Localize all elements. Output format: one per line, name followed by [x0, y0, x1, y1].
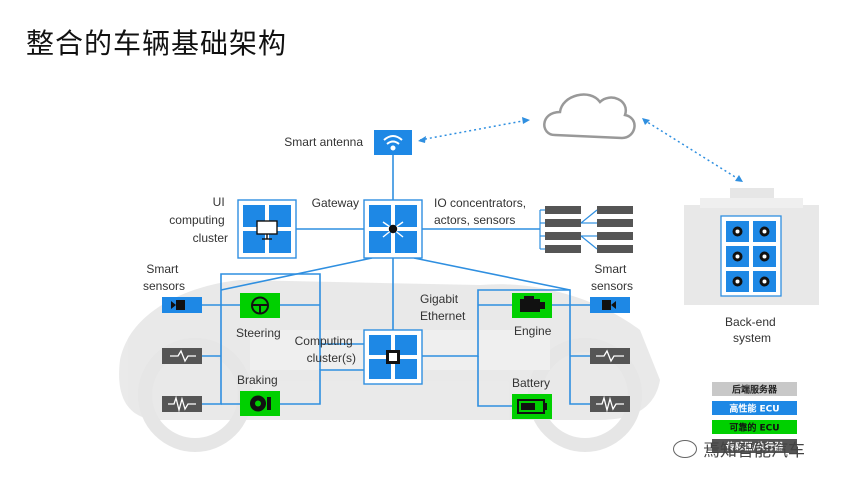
wifi-icon	[383, 135, 403, 151]
ui-cluster-label: UI computing cluster	[169, 195, 228, 245]
io-label: IO concentrators, actors, sensors	[434, 196, 529, 227]
computing-cluster-node[interactable]	[363, 329, 423, 385]
brake-icon	[250, 395, 271, 412]
smart-sensors-left-label: Smart sensors	[143, 262, 185, 293]
signal-wave-icon	[596, 349, 624, 363]
hub-icon	[382, 221, 404, 238]
pulse-wave-icon	[596, 395, 624, 413]
legend-swatch	[712, 439, 797, 453]
radar-sensor-right[interactable]	[590, 348, 630, 364]
engine-icon	[520, 296, 545, 312]
steering-node[interactable]	[240, 293, 280, 318]
camera-sensor-right[interactable]	[590, 297, 630, 313]
braking-label: Braking	[237, 373, 278, 387]
pulse-wave-icon	[168, 395, 196, 413]
engine-label: Engine	[514, 324, 552, 338]
gateway-label: Gateway	[312, 196, 359, 210]
legend-label: 传感器/执行器	[725, 441, 784, 453]
radar-sensor-left[interactable]	[162, 348, 202, 364]
signal-wave-icon	[170, 349, 196, 363]
lidar-sensor-left[interactable]	[162, 395, 202, 413]
legend-swatch	[712, 401, 797, 415]
arrow-heads	[418, 117, 743, 182]
ethernet-label: Gigabit Ethernet	[420, 292, 466, 323]
wechat-icon	[673, 439, 697, 458]
legend-swatch	[712, 382, 797, 396]
computing-cluster-label: Computing cluster(s)	[295, 334, 356, 365]
backend-label: Back-end system	[725, 315, 779, 345]
gateway-node[interactable]	[363, 199, 423, 259]
io-concentrator-bars[interactable]	[545, 206, 633, 253]
watermark-text: 焉知智能汽车	[703, 441, 805, 461]
io-connector-lines	[539, 209, 598, 250]
wireless-links	[419, 119, 741, 181]
battery-icon	[517, 399, 547, 414]
battery-node[interactable]	[512, 394, 552, 419]
monitor-icon	[256, 220, 278, 240]
camera-icon	[602, 300, 616, 310]
legend-swatch	[712, 420, 797, 434]
backend-server[interactable]	[684, 188, 819, 305]
smart-antenna-node[interactable]	[374, 130, 412, 155]
antenna-label: Smart antenna	[284, 135, 363, 149]
page-title: 整合的车辆基础架构	[26, 27, 288, 60]
chip-icon	[386, 350, 400, 364]
watermark: 焉知智能汽车	[673, 436, 805, 461]
legend-label: 高性能 ECU	[729, 403, 779, 415]
steering-label: Steering	[236, 326, 281, 340]
network-lines	[202, 155, 590, 407]
smart-sensors-right-label: Smart sensors	[591, 262, 633, 293]
legend-label: 后端服务器	[732, 384, 778, 396]
braking-node[interactable]	[240, 391, 280, 416]
lidar-sensor-right[interactable]	[590, 395, 630, 413]
steering-wheel-icon	[251, 296, 269, 315]
battery-label: Battery	[512, 376, 550, 390]
ui-cluster-node[interactable]	[237, 199, 297, 259]
cloud-icon	[543, 93, 636, 140]
camera-sensor-left[interactable]	[162, 297, 202, 313]
legend-label: 可靠的 ECU	[729, 422, 779, 434]
camera-icon	[171, 300, 185, 310]
engine-node[interactable]	[512, 293, 552, 318]
